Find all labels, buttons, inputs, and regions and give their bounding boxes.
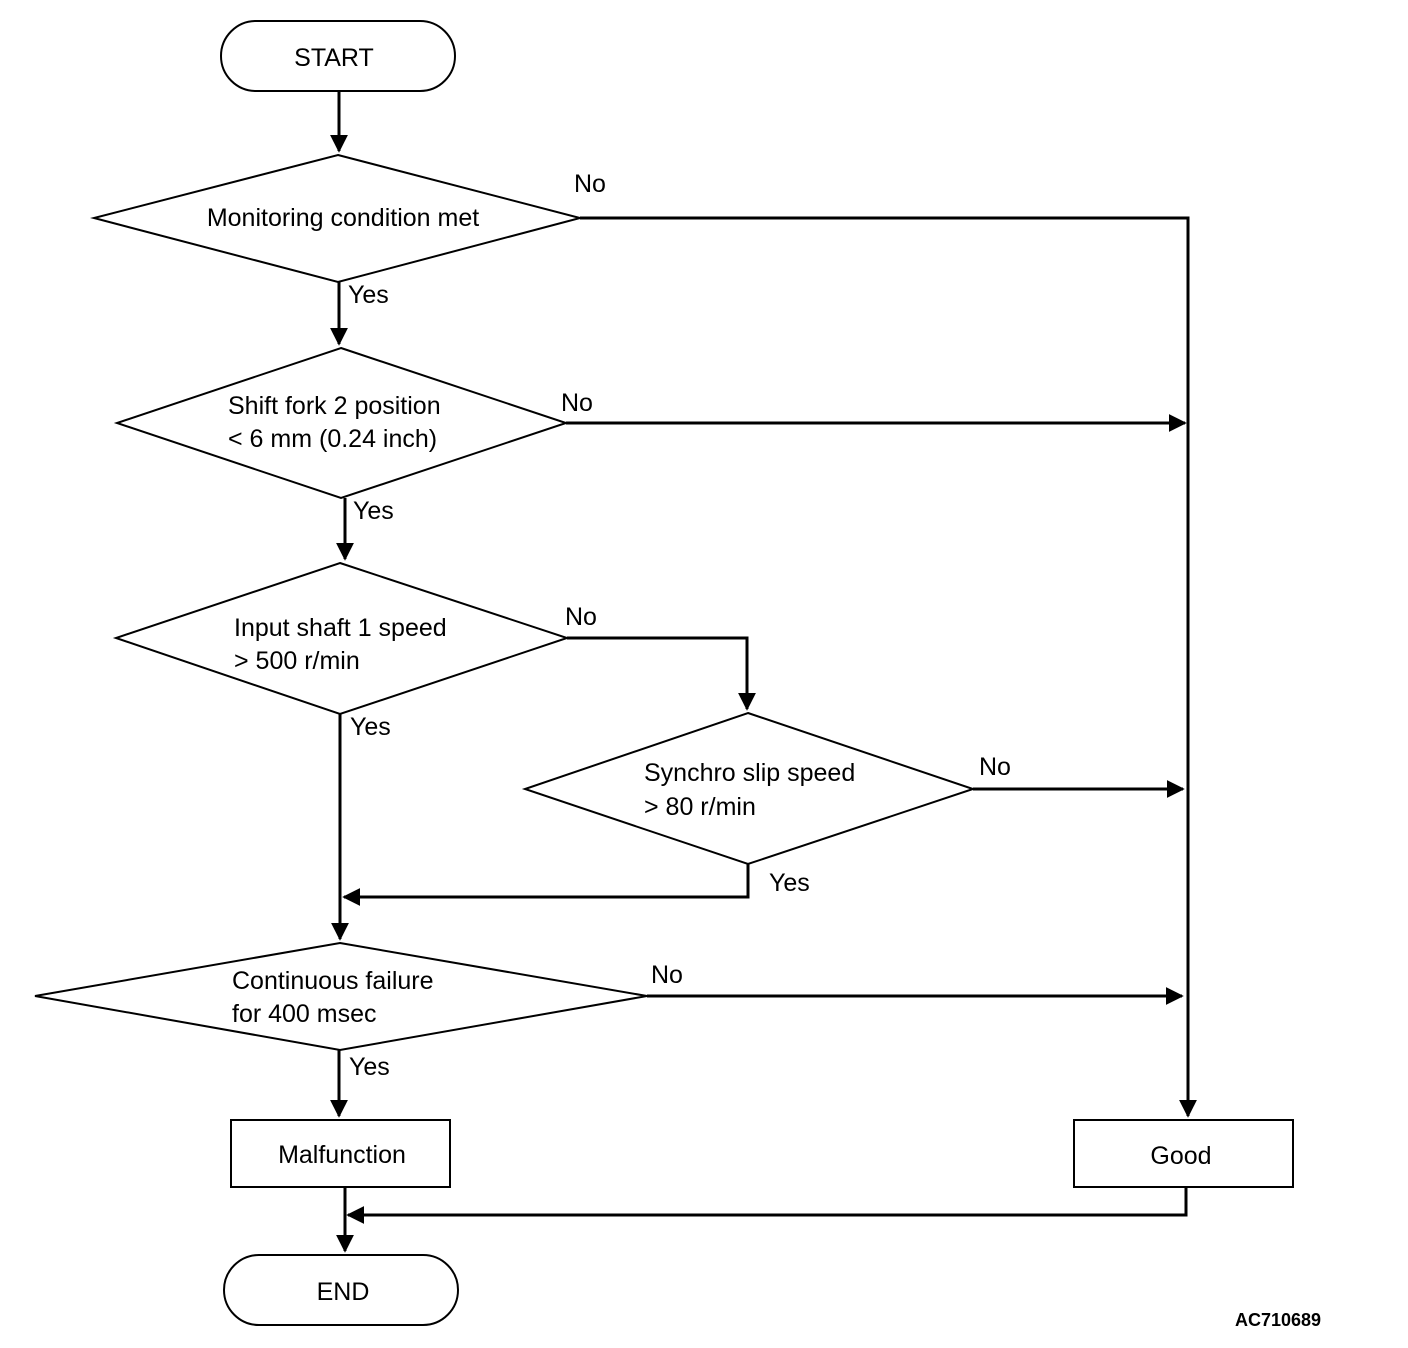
- decision-synchro-slip-label-line1: Synchro slip speed: [644, 759, 855, 787]
- decision-synchro-slip-label-line2: > 80 r/min: [644, 793, 756, 821]
- connector-monitoring-no-to-good: [580, 216, 1197, 1118]
- edge-label-synchro-yes: Yes: [769, 869, 810, 897]
- start-label: START: [294, 44, 374, 72]
- edge-label-continuous-yes: Yes: [349, 1053, 390, 1081]
- decision-shift-fork-label-line1: Shift fork 2 position: [228, 392, 441, 420]
- edge-label-monitoring-yes: Yes: [348, 281, 389, 309]
- decision-shift-fork: [113, 346, 570, 500]
- edge-label-monitoring-no: No: [574, 170, 606, 198]
- connector-good-to-end: [346, 1187, 1188, 1224]
- edge-label-shift-fork-no: No: [561, 389, 593, 417]
- connector-synchro-yes: [342, 864, 750, 906]
- edge-label-input-shaft-yes: Yes: [350, 713, 391, 741]
- end-terminal: [223, 1254, 459, 1326]
- edge-label-shift-fork-yes: Yes: [353, 497, 394, 525]
- decision-continuous-failure-label-line2: for 400 msec: [232, 1000, 377, 1028]
- edge-label-input-shaft-no: No: [565, 603, 597, 631]
- decision-shift-fork-label-line2: < 6 mm (0.24 inch): [228, 425, 437, 453]
- decision-input-shaft-label-line2: > 500 r/min: [234, 647, 360, 675]
- figure-code: AC710689: [1235, 1310, 1321, 1330]
- decision-continuous-failure-label-line1: Continuous failure: [232, 967, 434, 995]
- malfunction-box: [230, 1119, 451, 1188]
- end-label: END: [317, 1278, 370, 1306]
- malfunction-label: Malfunction: [278, 1141, 406, 1169]
- decision-monitoring-condition-label: Monitoring condition met: [207, 204, 479, 232]
- edge-label-synchro-no: No: [979, 753, 1011, 781]
- decision-synchro-slip: [521, 711, 977, 866]
- edge-label-continuous-no: No: [651, 961, 683, 989]
- decision-input-shaft-label-line1: Input shaft 1 speed: [234, 614, 447, 642]
- connector-input-shaft-no: [567, 636, 756, 711]
- good-box: [1073, 1119, 1294, 1188]
- good-label: Good: [1150, 1142, 1211, 1170]
- decision-continuous-failure: [34, 941, 648, 1052]
